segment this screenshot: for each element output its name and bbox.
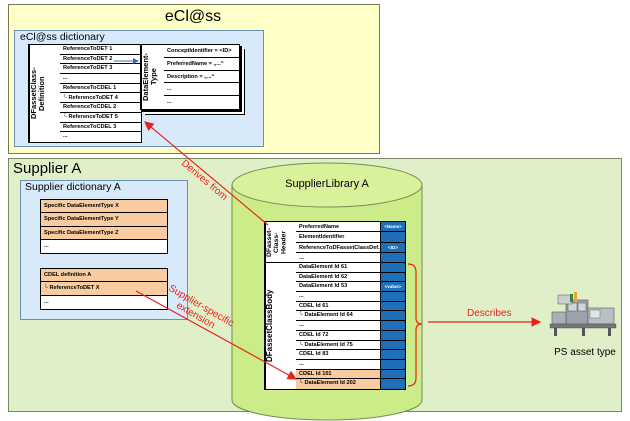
header-row-label: ...: [299, 254, 304, 261]
header-row-label: ElementIdentifier: [299, 234, 345, 241]
class-definition-row: └ ReferenceToDET 4: [60, 94, 141, 104]
body-row-value: [380, 321, 405, 330]
body-row: └ DataElement Id 202: [296, 379, 405, 389]
class-definition-row: ...: [63, 133, 68, 140]
body-row: └ DataElement Id 75: [296, 340, 405, 351]
body-row: CDEL Id 61: [296, 301, 405, 312]
body-row: DataElement Id 53 <value>: [296, 282, 405, 293]
dataelement-type-row: ...: [164, 83, 239, 97]
body-row: CDEL Id 101: [296, 369, 405, 380]
body-row: DataElement Id 62: [296, 272, 405, 283]
eclass-dictionary-title: eCl@ss dictionary: [20, 31, 105, 43]
ps-asset-type-label: PS asset type: [554, 347, 616, 358]
supplier-det-row: Specific DataElementType Z: [41, 226, 167, 240]
header-row-value: <ID>: [380, 242, 405, 252]
body-row-label: CDEL Id 61: [299, 302, 329, 309]
body-row: ...: [296, 359, 405, 370]
header-row-label: PreferredName: [299, 224, 340, 230]
body-row-label: ...: [299, 322, 304, 329]
supplier-cdel-row: └ ReferenceToDET X: [41, 282, 167, 296]
supplier-det-row: Specific DataElementType X: [41, 200, 167, 214]
body-row: CDEL Id 72: [296, 330, 405, 341]
class-definition-row: ReferenceToDET 1: [60, 45, 141, 55]
body-row-label: └ DataElement Id 75: [299, 341, 353, 348]
class-definition-row: ReferenceToDET 3: [60, 64, 141, 75]
header-row: ...: [296, 252, 405, 263]
asset-class-header-table: DFasset- Class- Header PreferredName<Nam…: [264, 221, 406, 264]
header-row-value: [380, 252, 405, 263]
body-row-value: [380, 369, 405, 379]
supplier-title: Supplier A: [13, 160, 82, 177]
class-definition-row: ReferenceToCDEL 3: [60, 123, 141, 133]
body-row-label: CDEL Id 83: [299, 351, 329, 358]
body-row-value: [380, 292, 405, 301]
body-row-value: [380, 379, 405, 389]
header-row-value: [380, 232, 405, 242]
body-row-label: └ DataElement Id 64: [299, 312, 353, 319]
packaging-machine-icon: [549, 292, 617, 336]
class-definition-row: ReferenceToDET 2: [60, 55, 141, 65]
supplier-dictionary-title: Supplier dictionary A: [25, 181, 121, 193]
body-row-label: ...: [299, 360, 304, 367]
supplier-det-row: Specific DataElementType Y: [41, 213, 167, 227]
body-row-value: [380, 263, 405, 272]
body-row: ...: [296, 292, 405, 302]
class-definition-row: ReferenceToCDEL 1: [60, 84, 141, 94]
body-row-label: ...: [299, 293, 304, 300]
supplier-library-title: SupplierLibrary A: [285, 178, 369, 190]
header-row-value: <Name>: [380, 222, 405, 232]
derives-from-arrow: [144, 121, 269, 226]
dataelement-type-row: ...: [167, 99, 172, 106]
extension-arrow: [135, 290, 298, 380]
body-row-value: [380, 350, 405, 359]
body-row-value: <value>: [380, 282, 405, 292]
supplier-cdel-row: CDEL definition A: [41, 269, 167, 283]
body-row-label: DataElement Id 53: [299, 283, 348, 290]
body-row-value: [380, 301, 405, 311]
header-row: ReferenceToDFassetClassDef.<ID>: [296, 242, 405, 253]
describes-label: Describes: [467, 308, 512, 319]
body-row-value: [380, 311, 405, 321]
body-row: CDEL Id 83: [296, 350, 405, 360]
body-row: ...: [296, 321, 405, 331]
supplier-det-row: ...: [44, 242, 49, 249]
body-row-label: CDEL Id 101: [299, 370, 332, 377]
body-row-value: [380, 272, 405, 282]
body-row: DataElement Id 61: [296, 263, 405, 273]
dataelement-type-row: PreferredName = „...“: [164, 58, 239, 71]
header-row-label: ReferenceToDFassetClassDef.: [299, 244, 380, 251]
supplier-cdel-table: CDEL definition A└ ReferenceToDET X...: [40, 268, 168, 310]
body-row-label: CDEL Id 72: [299, 331, 329, 338]
dataelement-type-row: ConceptIdentifier = <ID>: [164, 45, 239, 58]
body-row-label: DataElement Id 62: [299, 273, 348, 280]
body-row-label: └ DataElement Id 202: [299, 380, 356, 387]
body-row-value: [380, 330, 405, 340]
body-row-value: [380, 359, 405, 369]
header-row: PreferredName <Name>: [296, 222, 405, 233]
class-definition-row: ...: [60, 74, 141, 84]
class-definition-row: └ ReferenceToDET 5: [60, 113, 141, 123]
body-row-label: DataElement Id 61: [299, 264, 348, 270]
header-row: ElementIdentifier: [296, 232, 405, 243]
eclass-dataelement-type-table: DataElement- Type ConceptIdentifier = <I…: [140, 44, 240, 110]
eclass-title: eCl@ss: [164, 8, 222, 25]
body-row: └ DataElement Id 64: [296, 311, 405, 322]
supplier-cdel-row: ...: [44, 298, 49, 305]
dataelement-type-row: Description = „...“: [164, 71, 239, 84]
class-definition-row: ReferenceToCDEL 2: [60, 103, 141, 113]
body-row-value: [380, 340, 405, 350]
